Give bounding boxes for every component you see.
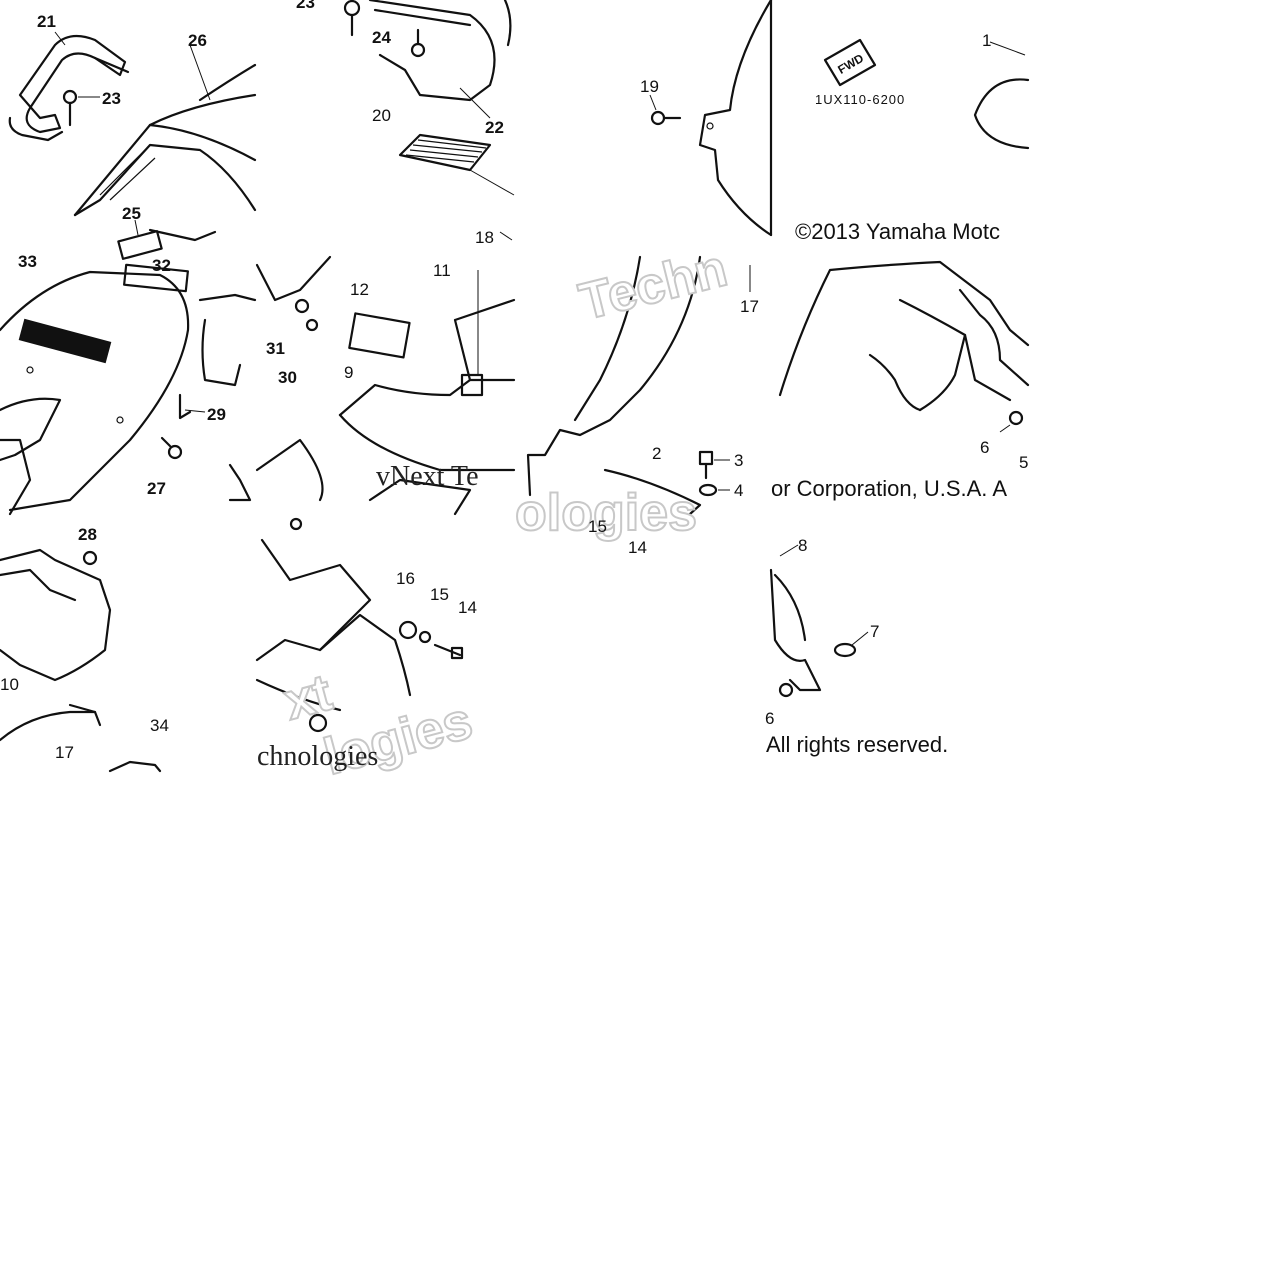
bolt-23-top	[343, 0, 361, 37]
copyright-line-2: or Corporation, U.S.A. A	[771, 476, 1007, 501]
callout-14b: 14	[458, 598, 477, 617]
nut-6	[1008, 410, 1024, 426]
watermark-techn: Techn	[574, 239, 733, 331]
callout-9: 9	[344, 363, 353, 382]
callout-1: 1	[982, 31, 991, 50]
callout-17b: 17	[55, 743, 74, 762]
callout-33: 33	[18, 252, 37, 271]
callout-34: 34	[150, 716, 169, 735]
watermark-chnologies: chnologies	[257, 741, 378, 772]
seat-cowl-top-drawing	[368, 0, 512, 102]
callout-11: 11	[433, 261, 451, 280]
callout-30: 30	[278, 368, 297, 387]
fasteners-16-15-14	[308, 620, 464, 733]
bolt-23-top-left	[62, 89, 100, 127]
bolt-24	[410, 28, 426, 58]
part-number-label: 1UX110-6200	[815, 92, 905, 107]
fasteners-7-6	[778, 631, 869, 698]
callout-4: 4	[734, 481, 743, 500]
nut-31-30	[294, 298, 319, 332]
callout-32: 32	[152, 256, 171, 275]
tail-cover-drawing	[0, 263, 190, 516]
callout-27: 27	[147, 479, 166, 498]
callout-17: 17	[740, 297, 759, 316]
front-fender-lower	[769, 544, 822, 692]
callout-28: 28	[78, 525, 97, 544]
bolt-28	[82, 550, 98, 566]
fender-edge-top	[698, 0, 773, 237]
callout-19: 19	[640, 77, 659, 96]
callout-12: 12	[350, 280, 369, 299]
callout-3: 3	[734, 451, 743, 470]
callout-25: 25	[122, 204, 141, 223]
callout-6: 6	[980, 438, 989, 457]
watermark-logies: logies	[318, 692, 478, 787]
front-fender-top	[769, 0, 1030, 237]
callout-16: 16	[396, 569, 415, 588]
lens-20-drawing	[398, 133, 492, 172]
callout-21: 21	[37, 12, 56, 31]
callout-14: 14	[628, 538, 647, 557]
front-fender-body	[778, 260, 1030, 412]
callout-24: 24	[372, 28, 391, 47]
callout-15: 15	[588, 517, 607, 536]
grab-bar-drawing	[8, 34, 130, 142]
callout-18: 18	[475, 228, 494, 247]
watermark-ologies: ologies	[515, 484, 697, 542]
copyright-line-1: ©2013 Yamaha Motc	[795, 219, 1000, 244]
callout-7: 7	[870, 622, 879, 641]
callout-23: 23	[102, 89, 121, 108]
callout-20: 20	[372, 106, 391, 125]
callout-23b: 23	[296, 0, 315, 12]
callout-8: 8	[798, 536, 807, 555]
rear-cowl-drawing	[73, 63, 257, 260]
callout-6b: 6	[765, 709, 774, 728]
bolt-3-washer-4	[698, 450, 718, 497]
callout-29: 29	[207, 405, 226, 424]
rear-tray-drawing	[255, 255, 516, 516]
tail-lamp-drawing	[0, 548, 162, 773]
callout-10: 10	[0, 675, 19, 694]
callout-22: 22	[485, 118, 504, 137]
callout-31: 31	[266, 339, 285, 358]
watermark-xt: xt	[278, 664, 338, 732]
watermark-vnext: vNext Te	[376, 461, 479, 492]
fwd-tag: FWD	[823, 38, 877, 87]
license-bracket-drawing	[255, 517, 412, 712]
bolt-27	[160, 436, 183, 460]
callout-5: 5	[1019, 453, 1028, 472]
callout-26: 26	[188, 31, 207, 50]
copyright-line-3: All rights reserved.	[766, 732, 948, 757]
callout-15b: 15	[430, 585, 449, 604]
fender-side-drawing	[526, 255, 702, 516]
bolt-19	[650, 110, 682, 126]
callout-2: 2	[652, 444, 661, 463]
